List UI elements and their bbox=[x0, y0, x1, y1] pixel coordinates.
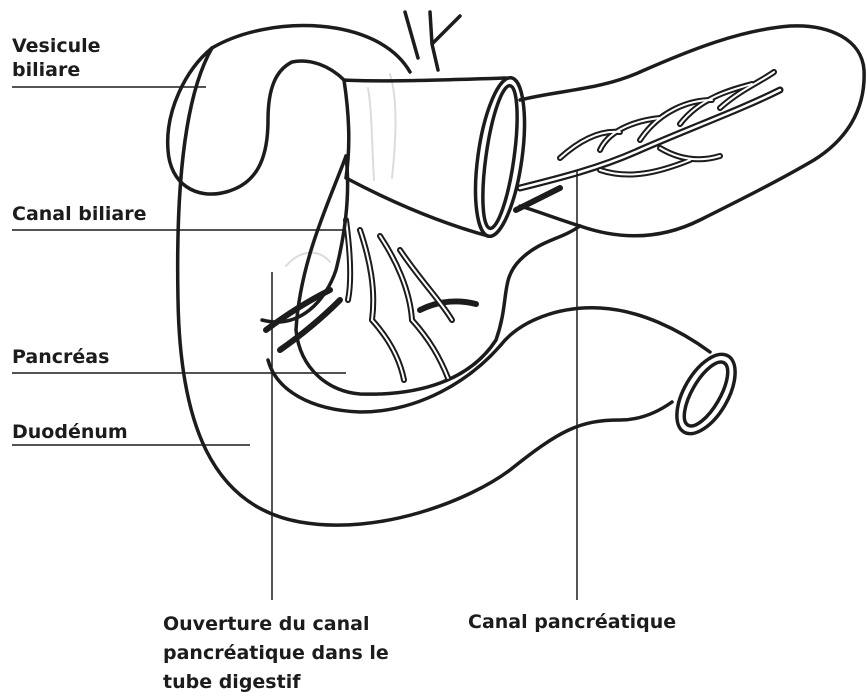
label-canal-pancreatique: Canal pancréatique bbox=[468, 610, 676, 634]
label-ouverture-line2: pancréatique dans le bbox=[163, 639, 389, 668]
label-ouverture-line3: tube digestif bbox=[163, 668, 389, 697]
duodenum-opening-inner bbox=[676, 356, 736, 432]
label-duodenum: Duodénum bbox=[12, 420, 128, 444]
label-canal-biliaire: Canal biliare bbox=[12, 202, 146, 226]
duodenum-outline bbox=[178, 26, 710, 526]
label-pancreas: Pancréas bbox=[12, 345, 109, 369]
label-ouverture-line1: Ouverture du canal bbox=[163, 610, 389, 639]
label-vesicule-biliaire: Vesicule biliare bbox=[12, 34, 101, 82]
gallbladder-outline bbox=[168, 48, 344, 194]
vessel-top bbox=[405, 12, 460, 70]
label-ouverture-canal: Ouverture du canal pancréatique dans le … bbox=[163, 610, 389, 697]
label-vesicule-line1: Vesicule bbox=[12, 34, 101, 58]
label-vesicule-line2: biliare bbox=[12, 58, 101, 82]
duct-branches-head bbox=[266, 220, 476, 380]
cylinder-body bbox=[344, 78, 506, 236]
duodenum-opening bbox=[665, 345, 747, 443]
